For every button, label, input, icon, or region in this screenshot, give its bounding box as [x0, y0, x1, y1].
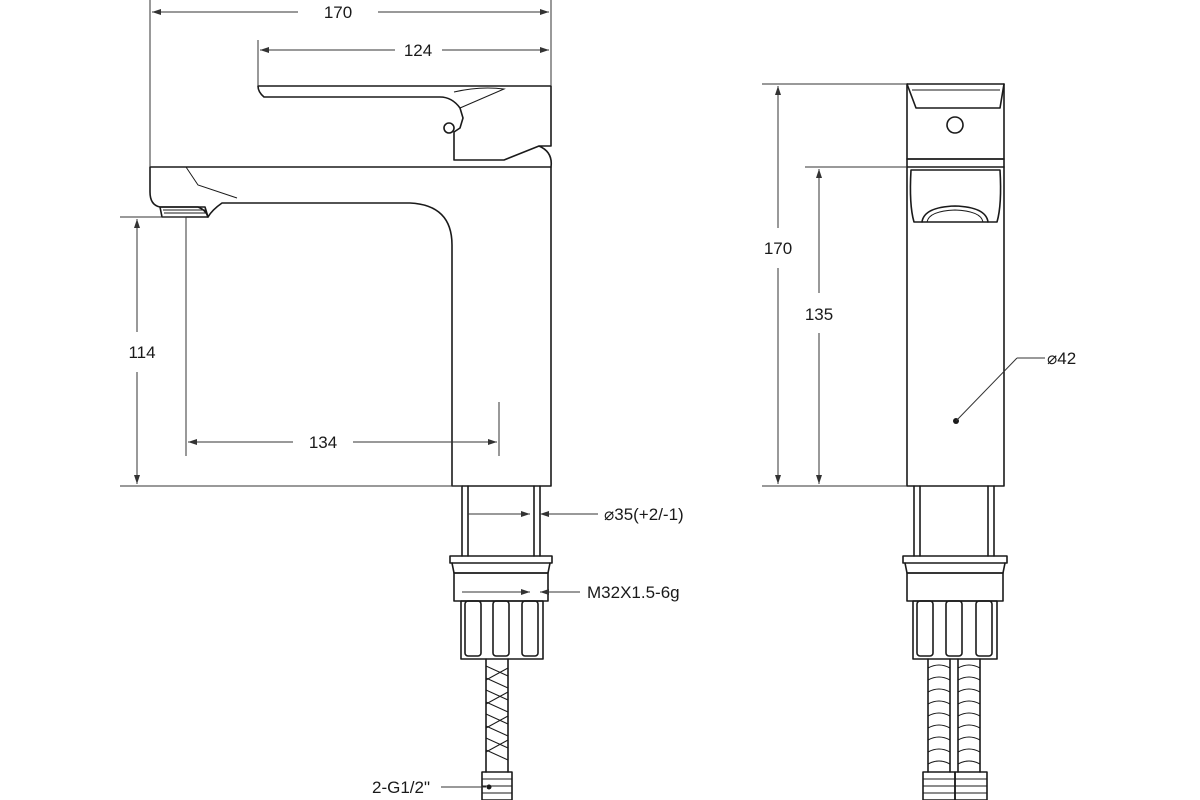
- dim-lever-length: 124: [404, 41, 432, 60]
- shank-front: [902, 485, 1008, 660]
- dim-overall-width: 170: [324, 3, 352, 22]
- shank-side: [449, 485, 553, 660]
- dim-mount-hole: ⌀35(+2/-1): [604, 505, 684, 524]
- hoses-front: [922, 658, 988, 800]
- label-hose-connection: 2-G1/2": [372, 778, 430, 797]
- side-view: 170 124 114 134 ⌀35(+2/-1) M32X1.5-6g 2-…: [120, 0, 684, 800]
- dim-spout-height: 114: [128, 343, 155, 362]
- dim-overall-height: 170: [764, 239, 792, 258]
- front-view: 170 135 ⌀42: [762, 83, 1076, 800]
- dim-body-diameter: ⌀42: [1047, 349, 1076, 368]
- lever-handle-front: [906, 83, 1005, 160]
- hose-side: [481, 658, 513, 800]
- dim-body-height: 135: [805, 305, 833, 324]
- dim-thread: M32X1.5-6g: [587, 583, 680, 602]
- dim-spout-reach: 134: [309, 433, 337, 452]
- faucet-body-side: [149, 166, 552, 487]
- lever-handle-side: [257, 85, 553, 168]
- faucet-body-front: [906, 158, 1005, 487]
- aerator-side: [159, 206, 209, 218]
